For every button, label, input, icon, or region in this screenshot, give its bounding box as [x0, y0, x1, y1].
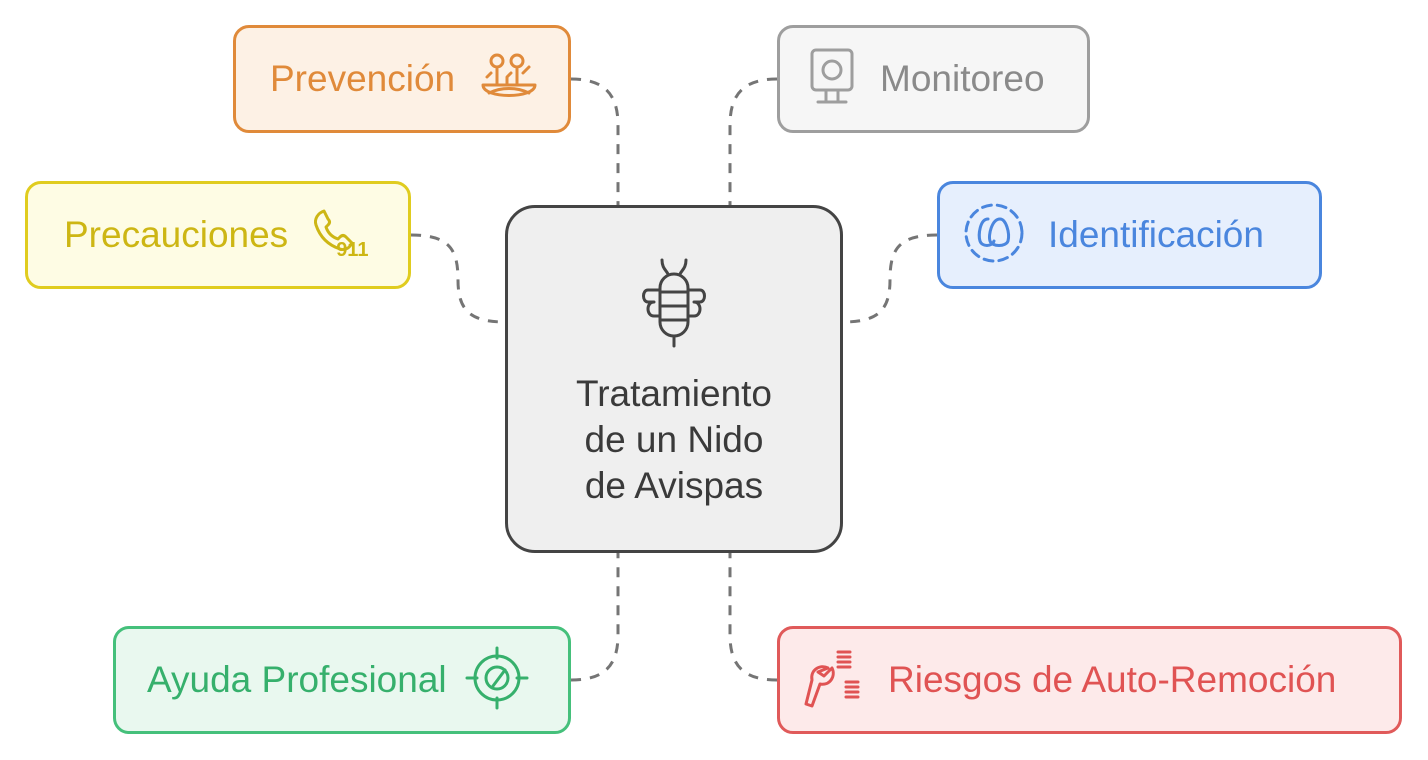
- phone-911-icon: 911: [310, 205, 374, 265]
- connector-precauciones: [410, 233, 506, 324]
- connector-prevencion: [570, 77, 620, 205]
- node-ayuda-label: Ayuda Profesional: [147, 659, 447, 700]
- node-precauciones-label: Precauciones: [64, 214, 289, 255]
- target-icon: [465, 646, 529, 715]
- connector-monitoreo: [728, 77, 778, 205]
- wrench-springs-icon: [802, 646, 866, 715]
- phone-911-badge: 911: [336, 239, 369, 261]
- node-prevencion[interactable]: Prevención: [233, 25, 571, 133]
- node-riesgos-label: Riesgos de Auto-Remoción: [888, 659, 1337, 700]
- central-topic-title: Tratamiento de un Nido de Avispas: [575, 372, 773, 506]
- connector-ayuda: [570, 553, 620, 682]
- node-monitoreo-label: Monitoreo: [880, 58, 1045, 99]
- node-monitoreo[interactable]: Monitoreo: [777, 25, 1090, 133]
- node-ayuda-profesional[interactable]: Ayuda Profesional: [113, 626, 571, 734]
- node-identificacion[interactable]: Identificación: [937, 181, 1322, 289]
- bug-icon: [624, 250, 724, 355]
- camera-icon: [806, 46, 858, 113]
- node-identificacion-label: Identificación: [1048, 214, 1264, 255]
- connector-identificacion: [842, 233, 938, 324]
- central-topic-node[interactable]: Tratamiento de un Nido de Avispas: [505, 205, 843, 553]
- node-precauciones[interactable]: Precauciones 911: [25, 181, 411, 289]
- plant-bowl-icon: [477, 47, 541, 112]
- connector-riesgos: [728, 553, 778, 682]
- node-prevencion-label: Prevención: [270, 58, 456, 99]
- egg-dashed-circle-icon: [962, 201, 1026, 270]
- node-riesgos-auto-remocion[interactable]: Riesgos de Auto-Remoción: [777, 626, 1402, 734]
